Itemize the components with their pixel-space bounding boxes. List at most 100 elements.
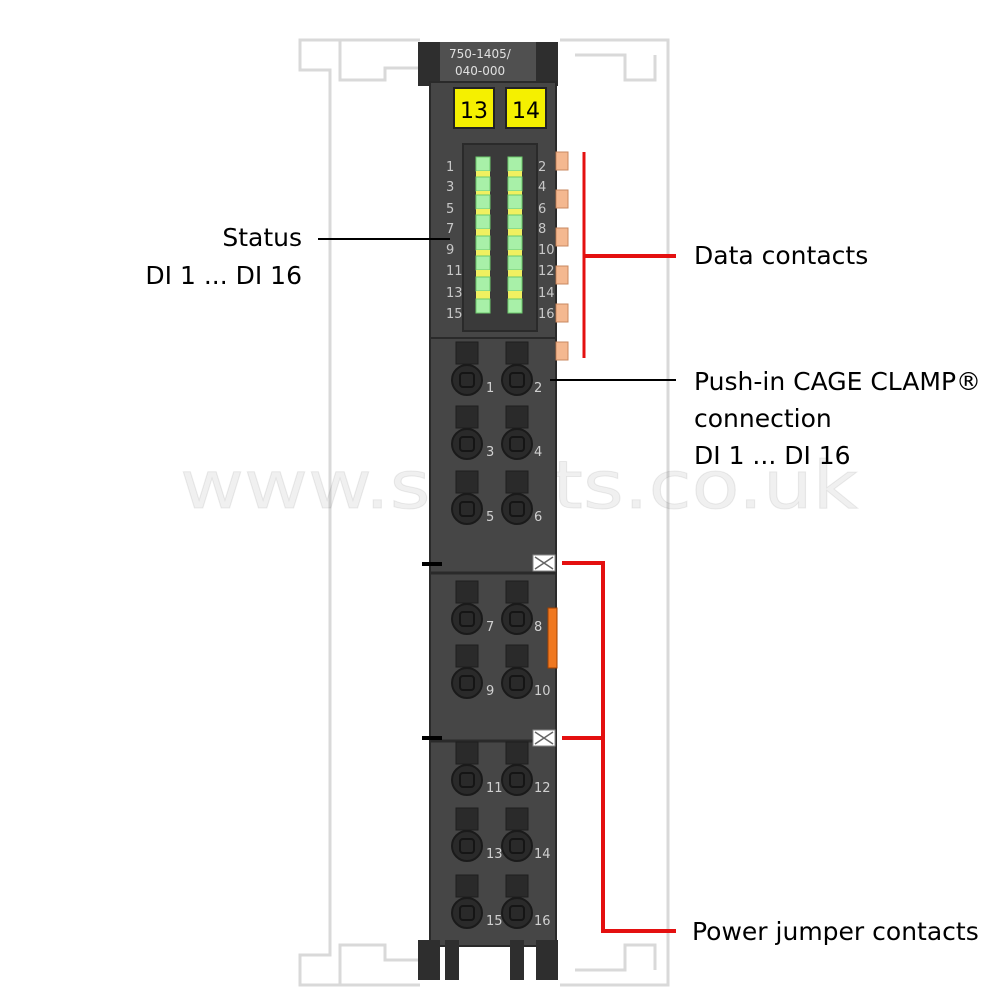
wire-entry-hole: [501, 603, 533, 635]
led-number-left: 13: [446, 286, 463, 301]
status-led: [507, 156, 523, 172]
wire-entry-hole: [501, 667, 533, 699]
led-separator: [476, 250, 490, 256]
status-led: [507, 194, 523, 210]
led-window: [462, 143, 538, 332]
wire-entry-inner: [459, 838, 475, 854]
status-led-group: [475, 156, 523, 314]
wire-entry-hole: [451, 830, 483, 862]
led-separator: [476, 171, 490, 177]
led-number-left: 15: [446, 307, 463, 322]
status-led: [475, 176, 491, 192]
led-separator: [508, 270, 522, 277]
release-button: [455, 874, 479, 898]
wire-entry-inner: [509, 611, 525, 627]
push-in-label-line1: Push-in CAGE CLAMP®: [694, 367, 981, 396]
led-number-right: 2: [538, 160, 546, 175]
clamp-number: 8: [534, 620, 542, 635]
led-number-left: 1: [446, 160, 454, 175]
wire-entry-inner: [509, 838, 525, 854]
led-number-right: 10: [538, 243, 555, 258]
led-separator: [508, 209, 522, 215]
led-separator: [476, 229, 490, 236]
led-number-right: 16: [538, 307, 555, 322]
wire-entry-hole: [501, 428, 533, 460]
data-contact: [555, 303, 569, 323]
status-led: [507, 176, 523, 192]
wire-entry-hole: [451, 428, 483, 460]
release-button: [455, 644, 479, 668]
wire-entry-inner: [509, 436, 525, 452]
led-number-left: 7: [446, 222, 454, 237]
svg-text:13: 13: [460, 99, 488, 124]
led-number-right: 8: [538, 222, 546, 237]
status-led: [475, 235, 491, 251]
data-contact: [555, 265, 569, 285]
wire-entry-inner: [459, 501, 475, 517]
clamp-number: 11: [486, 781, 503, 796]
data-contact: [555, 227, 569, 247]
wire-entry-inner: [509, 772, 525, 788]
wire-entry-inner: [509, 372, 525, 388]
status-led: [507, 255, 523, 271]
status-led: [507, 298, 523, 314]
wire-entry-inner: [459, 372, 475, 388]
clamp-number: 7: [486, 620, 494, 635]
led-separator: [476, 270, 490, 277]
release-button: [505, 341, 529, 365]
clamp-number: 9: [486, 684, 494, 699]
power-jumper-label: Power jumper contacts: [692, 917, 979, 946]
wire-entry-hole: [501, 897, 533, 929]
part-number-line1: 750-1405/: [449, 47, 512, 61]
channel-marker-right: 14: [505, 87, 547, 129]
status-label-line2: DI 1 ... DI 16: [145, 261, 302, 290]
led-number-left: 11: [446, 264, 463, 279]
release-button: [455, 580, 479, 604]
clamp-number: 5: [486, 510, 494, 525]
status-led: [507, 214, 523, 230]
svg-text:14: 14: [512, 99, 540, 124]
push-in-label-line3: DI 1 ... DI 16: [694, 441, 851, 470]
wire-entry-inner: [459, 675, 475, 691]
status-led: [475, 214, 491, 230]
wire-entry-hole: [451, 493, 483, 525]
wire-entry-inner: [509, 675, 525, 691]
led-separator: [508, 250, 522, 256]
neighbor-module-left: [298, 38, 420, 987]
status-led: [475, 194, 491, 210]
status-led: [475, 276, 491, 292]
wire-entry-inner: [459, 436, 475, 452]
wire-entry-hole: [501, 493, 533, 525]
led-separator: [508, 171, 522, 177]
wire-entry-hole: [451, 667, 483, 699]
led-number-right: 12: [538, 264, 555, 279]
wire-entry-hole: [501, 364, 533, 396]
clamp-number: 14: [534, 847, 551, 862]
data-contact: [555, 151, 569, 171]
clamp-number: 4: [534, 445, 542, 460]
data-contacts-label: Data contacts: [694, 241, 868, 270]
wire-entry-hole: [451, 764, 483, 796]
data-contacts-group: [555, 151, 569, 361]
release-button: [505, 470, 529, 494]
status-led: [507, 235, 523, 251]
status-label-line1: Status: [222, 223, 302, 252]
status-led: [475, 255, 491, 271]
led-separator: [508, 191, 522, 195]
release-button: [505, 405, 529, 429]
channel-marker-left: 13: [453, 87, 495, 129]
release-button: [505, 874, 529, 898]
led-separator: [476, 291, 490, 299]
release-button: [455, 341, 479, 365]
led-separator: [508, 291, 522, 299]
data-contact: [555, 189, 569, 209]
led-separator: [476, 209, 490, 215]
clamp-number: 12: [534, 781, 551, 796]
clamp-number: 16: [534, 914, 551, 929]
wire-entry-hole: [501, 830, 533, 862]
clamp-number: 15: [486, 914, 503, 929]
part-number-line2: 040-000: [455, 64, 505, 78]
release-button: [505, 580, 529, 604]
